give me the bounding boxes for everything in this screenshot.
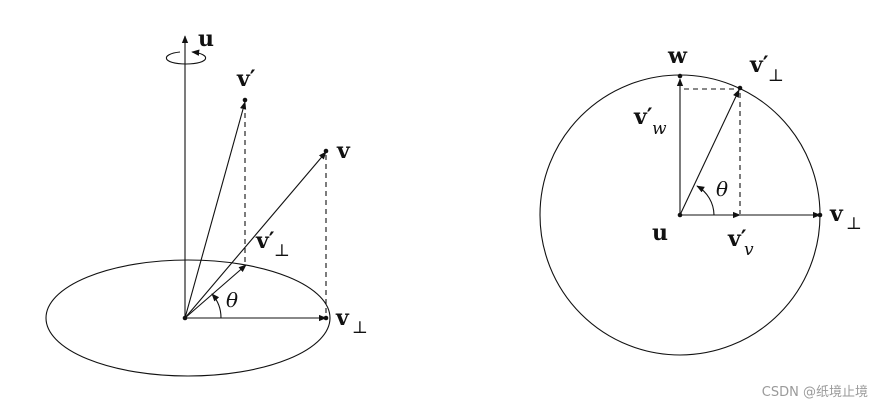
v-prime-vector [184,101,247,319]
v-endpoint [323,148,329,154]
v-vector [184,151,327,319]
v-v-prime-label: v′ [727,226,747,252]
right-figure: w v′ w v′ ⊥ v ⊥ θ u v′ v [539,43,862,356]
theta-label: θ [226,288,238,312]
v-perp-prime-endpoint-right [737,85,743,91]
theta-arc-right [696,185,715,216]
v-perp-endpoint [323,315,329,321]
v-w-prime-label: v′ [633,104,653,130]
v-perp-label: v [335,305,350,331]
origin-point [182,315,188,321]
v-perp-subscript: ⊥ [352,318,368,338]
rotation-plane-ellipse [45,259,331,377]
axis-u-label: u [198,26,214,52]
v-perp-prime-vector-right [679,89,740,216]
v-perp-prime-label: v′ [255,228,275,254]
v-perp-endpoint-right [817,212,823,218]
v-perp-prime-subscript: ⊥ [274,241,290,261]
theta-label-right: θ [716,177,728,201]
center-point [677,212,683,218]
v-prime-label: v′ [236,66,256,92]
v-perp-label-right: v [829,201,844,227]
v-prime-endpoint [242,97,248,103]
v-w-prime-subscript: w [652,119,667,139]
v-perp-subscript-right: ⊥ [846,214,862,234]
u-label-right: u [652,220,668,246]
v-label: v [336,138,351,164]
left-figure: u v′ v v′ ⊥ v ⊥ θ [45,26,368,377]
v-v-prime-subscript: v [744,240,754,260]
w-point [677,73,683,79]
v-perp-prime-label-right: v′ [749,52,769,78]
v-perp-prime-vector [184,264,247,319]
rotation-indicator-icon [165,49,207,65]
theta-arc [211,293,222,319]
watermark: CSDN @纸境止境 [762,385,868,400]
v-perp-prime-subscript-right: ⊥ [768,66,784,86]
w-label: w [667,43,688,69]
